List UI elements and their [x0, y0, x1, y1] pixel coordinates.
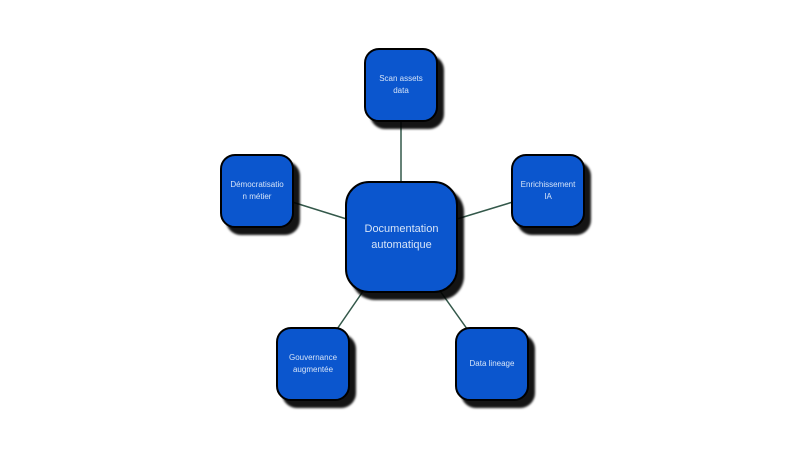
- node-label: Data lineage: [469, 359, 515, 369]
- node-data-lineage[interactable]: Data lineage: [455, 327, 529, 401]
- node-democratisation-metier[interactable]: Démocratisatio n métier: [220, 154, 294, 228]
- node-enrichissement-ia[interactable]: Enrichissement IA: [511, 154, 585, 228]
- node-label: Démocratisatio n métier: [230, 180, 284, 201]
- node-label: Enrichissement IA: [520, 180, 576, 201]
- node-scan-assets-data[interactable]: Scan assets data: [364, 48, 438, 122]
- node-label: Scan assets data: [379, 74, 423, 95]
- node-label: Documentation automatique: [364, 222, 439, 252]
- node-documentation-automatique[interactable]: Documentation automatique: [345, 181, 458, 293]
- node-gouvernance-augmentee[interactable]: Gouvernance augmentée: [276, 327, 350, 401]
- node-label: Gouvernance augmentée: [288, 353, 338, 374]
